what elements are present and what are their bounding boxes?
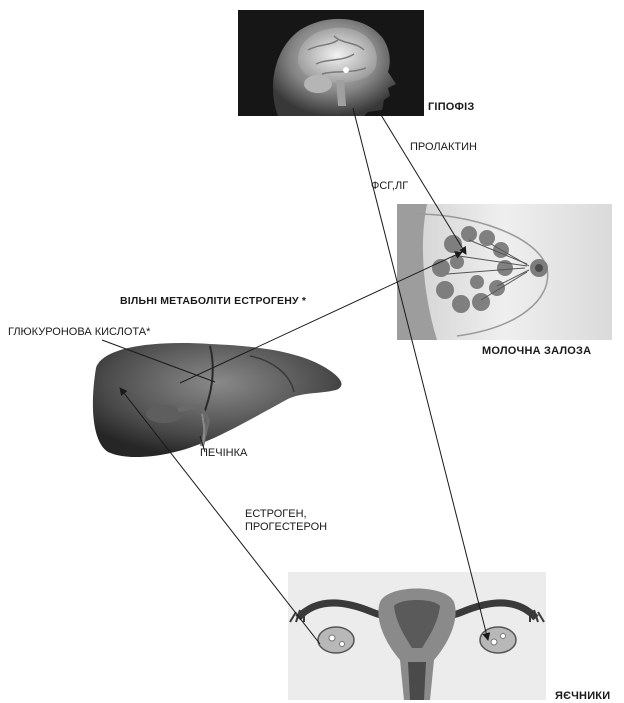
liver-pointer-line	[200, 436, 205, 452]
fsh-lh-label: ФСГ,ЛГ	[371, 180, 408, 193]
estrogen-progesterone-label: ЕСТРОГЕН, ПРОГЕСТЕРОН	[245, 508, 327, 534]
prolactin-label: ПРОЛАКТИН	[410, 141, 477, 154]
glucuronic-acid-label: ГЛЮКУРОНОВА КИСЛОТА*	[8, 326, 150, 339]
glucuronic-pointer-line	[102, 340, 215, 382]
metabolites-arrow	[180, 252, 462, 383]
free-estrogen-metabolites-label: ВІЛЬНІ МЕТАБОЛІТИ ЕСТРОГЕНУ *	[120, 295, 306, 308]
